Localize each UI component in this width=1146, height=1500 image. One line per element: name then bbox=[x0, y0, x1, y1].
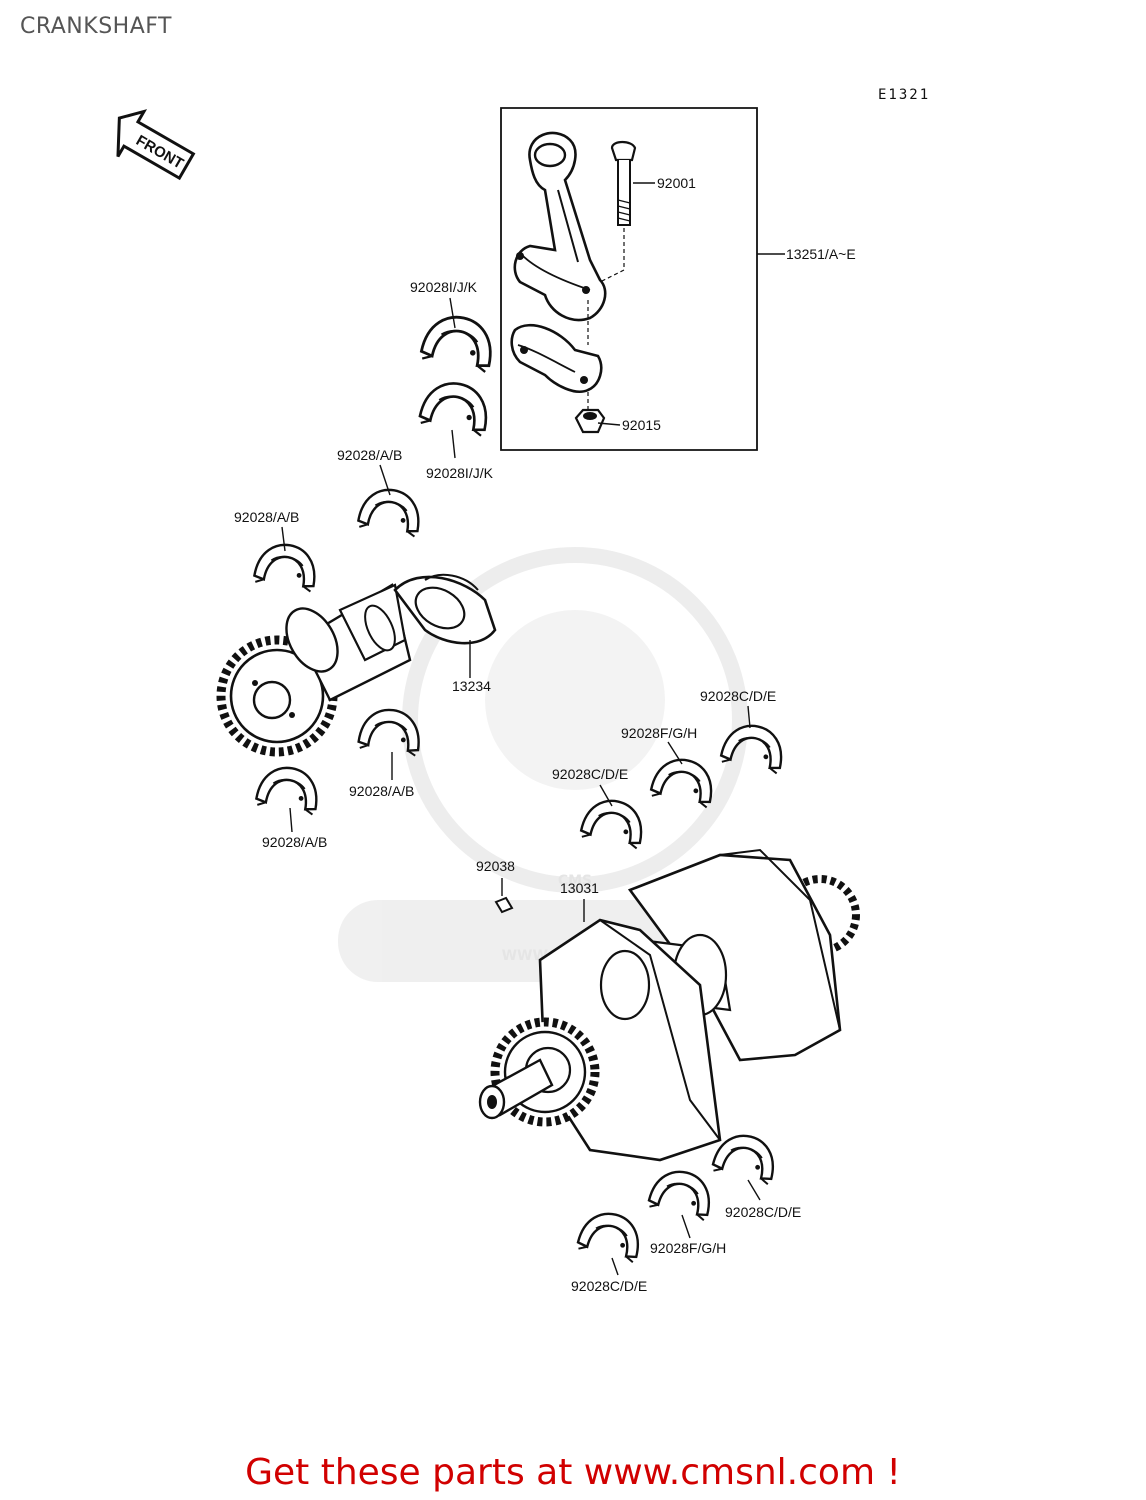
key-icon bbox=[494, 896, 514, 914]
balancer-bearing-2-icon bbox=[252, 538, 321, 594]
bolt-icon bbox=[599, 140, 637, 283]
main-bearing-2-icon bbox=[648, 753, 719, 810]
label-main-bearing-3: 92028C/D/E bbox=[552, 766, 628, 782]
label-crankshaft: 13031 bbox=[560, 880, 599, 896]
label-key: 92038 bbox=[476, 858, 515, 874]
balancer-bearing-1-icon bbox=[356, 483, 425, 539]
connecting-rod-box bbox=[500, 107, 758, 451]
label-bolt: 92001 bbox=[657, 175, 696, 191]
balancer-bearing-4-icon bbox=[254, 761, 323, 817]
label-main-bearing-2: 92028F/G/H bbox=[621, 725, 697, 741]
label-main-bearing-4: 92028C/D/E bbox=[725, 1204, 801, 1220]
balancer-shaft-icon bbox=[216, 573, 497, 757]
label-main-bearing-5: 92028F/G/H bbox=[650, 1240, 726, 1256]
main-bearing-5-icon bbox=[646, 1164, 718, 1222]
crankshaft-icon bbox=[478, 848, 860, 1162]
label-balancer-bearing-3: 92028/A/B bbox=[349, 783, 414, 799]
main-bearing-3-icon bbox=[578, 794, 649, 851]
label-balancer-bearing-2: 92028/A/B bbox=[234, 509, 299, 525]
label-rod-bearing-upper: 92028I/J/K bbox=[410, 279, 478, 295]
diagram-code: E1321 bbox=[878, 87, 930, 103]
label-main-bearing-6: 92028C/D/E bbox=[571, 1278, 647, 1294]
label-nut: 92015 bbox=[622, 417, 661, 433]
main-bearing-6-icon bbox=[575, 1206, 647, 1264]
main-bearing-4-icon bbox=[710, 1128, 782, 1186]
label-balancer-bearing-1: 92028/A/B bbox=[337, 447, 402, 463]
connecting-rod-icon bbox=[510, 131, 607, 410]
nut-icon bbox=[574, 408, 606, 434]
label-balancer-shaft: 13234 bbox=[452, 678, 491, 694]
label-rod-bearing-lower: 92028I/J/K bbox=[426, 465, 494, 481]
rod-bearing-lower-icon bbox=[417, 375, 495, 438]
page-title: CRANKSHAFT bbox=[20, 14, 172, 39]
label-balancer-bearing-4: 92028/A/B bbox=[262, 834, 327, 850]
label-main-bearing-1: 92028C/D/E bbox=[700, 688, 776, 704]
front-arrow: FRONT bbox=[116, 109, 196, 181]
leader-lines bbox=[281, 182, 785, 1276]
promo-link[interactable]: Get these parts at www.cmsnl.com ! bbox=[245, 1452, 901, 1493]
watermark-logo-text: CMS bbox=[558, 873, 592, 889]
label-connecting-rod-assembly: 13251/A~E bbox=[786, 246, 856, 262]
rod-bearing-upper-icon bbox=[418, 309, 499, 374]
